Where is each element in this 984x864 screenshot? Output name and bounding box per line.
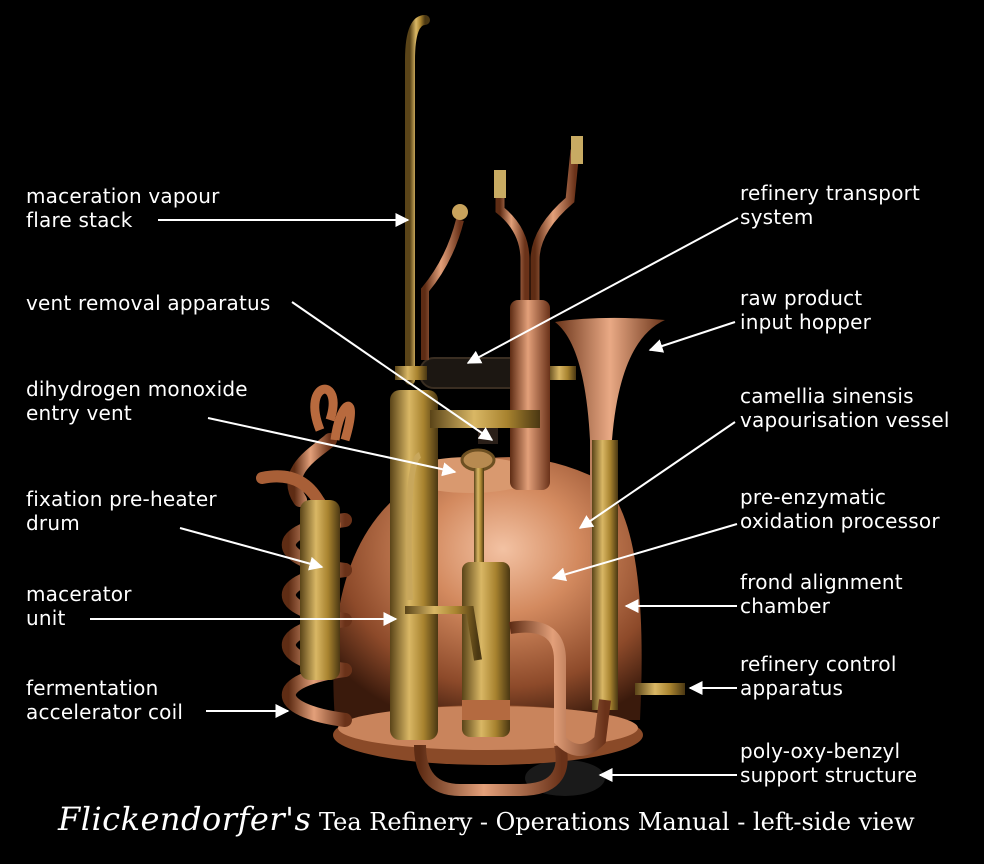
label-transport: refinery transport system [740, 181, 921, 229]
vent-pipe [430, 410, 540, 428]
rear-pipe-cap-left [494, 170, 506, 198]
oxidation-band [462, 700, 510, 720]
leader-lines [90, 213, 739, 782]
label-vessel: camellia sinensis vapourisation vessel [740, 384, 950, 432]
pre-heater-drum [300, 500, 340, 680]
thin-tube [405, 452, 422, 601]
control-rod [635, 683, 685, 695]
label-control: refinery control apparatus [740, 652, 897, 700]
handle-bracket-left [395, 366, 427, 380]
handle-bracket-right [548, 366, 576, 380]
vent-valve [478, 428, 498, 444]
label-hopper: raw product input hopper [740, 286, 872, 334]
crown-pipe [421, 219, 464, 360]
label-accelerator-coil: fermentation accelerator coil [26, 676, 184, 724]
caption: Flickendorfer's Tea Refinery - Operation… [58, 800, 915, 838]
oxidation-cylinder [462, 562, 510, 737]
crown-cap [452, 204, 468, 220]
bent-tube [405, 606, 482, 661]
label-macerator: macerator unit [26, 582, 132, 630]
label-vent-removal: vent removal apparatus [26, 291, 271, 315]
loop-tube-2 [330, 401, 355, 442]
label-pre-heater: fixation pre-heater drum [26, 487, 217, 535]
label-frond: frond alignment chamber [740, 570, 903, 618]
leader-vessel [578, 421, 736, 529]
flare-stack [405, 15, 430, 385]
rear-pipe-cap-right [571, 136, 583, 164]
label-entry-vent: dihydrogen monoxide entry vent [26, 377, 248, 425]
rear-column [510, 300, 550, 490]
leader-oxidation [551, 523, 738, 582]
leader-transport [466, 217, 739, 364]
macerator-column [390, 390, 438, 740]
label-support: poly-oxy-benzyl support structure [740, 739, 918, 787]
leader-vent-removal [291, 301, 494, 441]
loop-tube [310, 384, 338, 432]
spout [256, 470, 341, 531]
lower-bend [414, 743, 568, 796]
entry-vent-stem [474, 468, 484, 563]
caption-text: Tea Refinery - Operations Manual - left-… [311, 808, 915, 836]
leader-hopper [648, 321, 736, 353]
caption-brand: Flickendorfer's [58, 800, 312, 838]
entry-vent [460, 448, 496, 472]
side-bend [509, 620, 611, 756]
machine [256, 15, 685, 796]
rear-pipe-right [530, 149, 580, 300]
leader-pre-heater [179, 527, 324, 571]
rear-pipe-left [495, 170, 530, 300]
hopper-brass-tube [592, 440, 618, 710]
label-flare-stack: maceration vapour flare stack [26, 184, 220, 232]
label-oxidation: pre-enzymatic oxidation processor [740, 485, 940, 533]
leader-entry-vent [207, 417, 457, 477]
